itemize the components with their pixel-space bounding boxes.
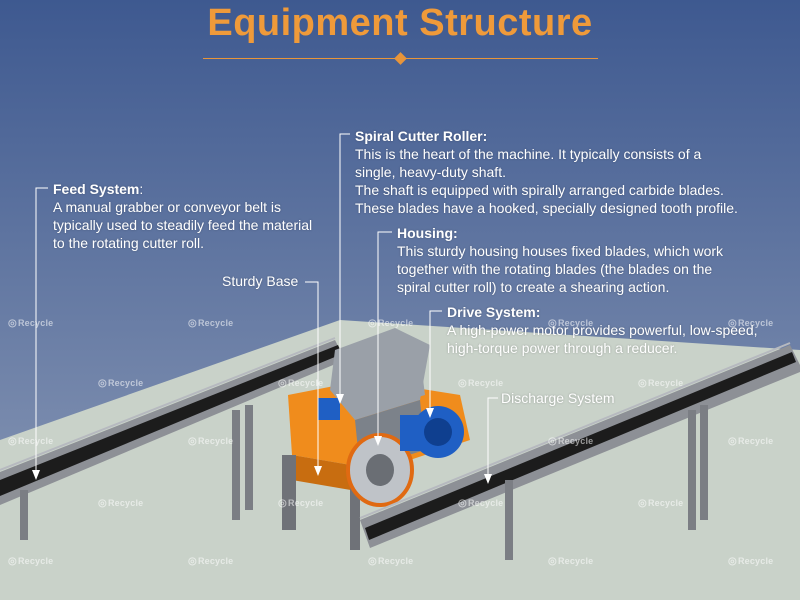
watermark-logo: Recycle <box>548 436 593 447</box>
callout-drive <box>429 310 442 412</box>
spiral-line-2: single, heavy-duty shaft. <box>355 164 506 180</box>
watermark-logo: Recycle <box>8 436 53 447</box>
shredder-machine <box>282 328 470 550</box>
feed-line-2: typically used to steadily feed the mate… <box>53 217 313 233</box>
callout-arrows <box>32 394 492 484</box>
callout-lines <box>35 133 498 478</box>
drive-heading: Drive System: <box>447 304 541 320</box>
spiral-line-1: This is the heart of the machine. It typ… <box>355 146 702 162</box>
watermark-logo: Recycle <box>458 498 503 509</box>
spiral-heading: Spiral Cutter Roller: <box>355 128 488 144</box>
watermark-logo: Recycle <box>638 498 683 509</box>
spiral-line-4: These blades have a hooked, specially de… <box>355 200 738 216</box>
callout-base <box>305 281 319 470</box>
callout-feed <box>35 187 48 475</box>
label-feed-system: Feed System: A manual grabber or conveyo… <box>53 180 312 252</box>
watermark-logo: Recycle <box>278 498 323 509</box>
label-housing: Housing: This sturdy housing houses fixe… <box>397 224 723 296</box>
feed-heading: Feed System <box>53 181 140 197</box>
watermark-logo: Recycle <box>548 318 593 329</box>
callout-discharge <box>487 397 498 478</box>
watermark-logo: Recycle <box>368 556 413 567</box>
label-spiral-cutter-roller: Spiral Cutter Roller: This is the heart … <box>355 127 738 217</box>
feed-heading-colon: : <box>139 181 144 197</box>
watermark-logo: Recycle <box>728 556 773 567</box>
watermark-logo: Recycle <box>188 436 233 447</box>
drive-line-1: A high-power motor provides powerful, lo… <box>447 322 758 338</box>
watermark-logo: Recycle <box>188 318 233 329</box>
page-title: Equipment Structure <box>207 2 593 44</box>
feed-line-1: A manual grabber or conveyor belt is <box>53 199 282 215</box>
watermark-logo: Recycle <box>98 378 143 389</box>
watermark-logo: Recycle <box>8 318 53 329</box>
callout-spiral <box>339 133 350 398</box>
label-sturdy-base: Sturdy Base <box>222 273 299 289</box>
housing-line-3: spiral cutter roll) to create a shearing… <box>397 279 670 295</box>
watermark-logo: Recycle <box>98 498 143 509</box>
watermark-logo: Recycle <box>368 318 413 329</box>
watermark-logo: Recycle <box>728 436 773 447</box>
housing-line-1: This sturdy housing houses fixed blades,… <box>397 243 724 259</box>
housing-heading: Housing: <box>397 225 458 241</box>
watermark-logo: Recycle <box>188 556 233 567</box>
watermark-logo: Recycle <box>8 556 53 567</box>
housing-line-2: together with the rotating blades (the b… <box>397 261 713 277</box>
watermark-logo: Recycle <box>638 378 683 389</box>
spiral-line-3: The shaft is equipped with spirally arra… <box>355 182 724 198</box>
feed-conveyor <box>0 337 345 540</box>
watermark-logo: Recycle <box>728 318 773 329</box>
label-discharge-system: Discharge System <box>501 390 615 406</box>
drive-line-2: high-torque power through a reducer. <box>447 340 678 356</box>
watermark-logo: Recycle <box>458 378 503 389</box>
watermark-logo: Recycle <box>548 556 593 567</box>
feed-line-3: to the rotating cutter roll. <box>53 235 204 251</box>
callout-housing <box>377 231 392 440</box>
watermark-logo: Recycle <box>278 378 323 389</box>
label-drive-system: Drive System: A high-power motor provide… <box>447 303 758 357</box>
